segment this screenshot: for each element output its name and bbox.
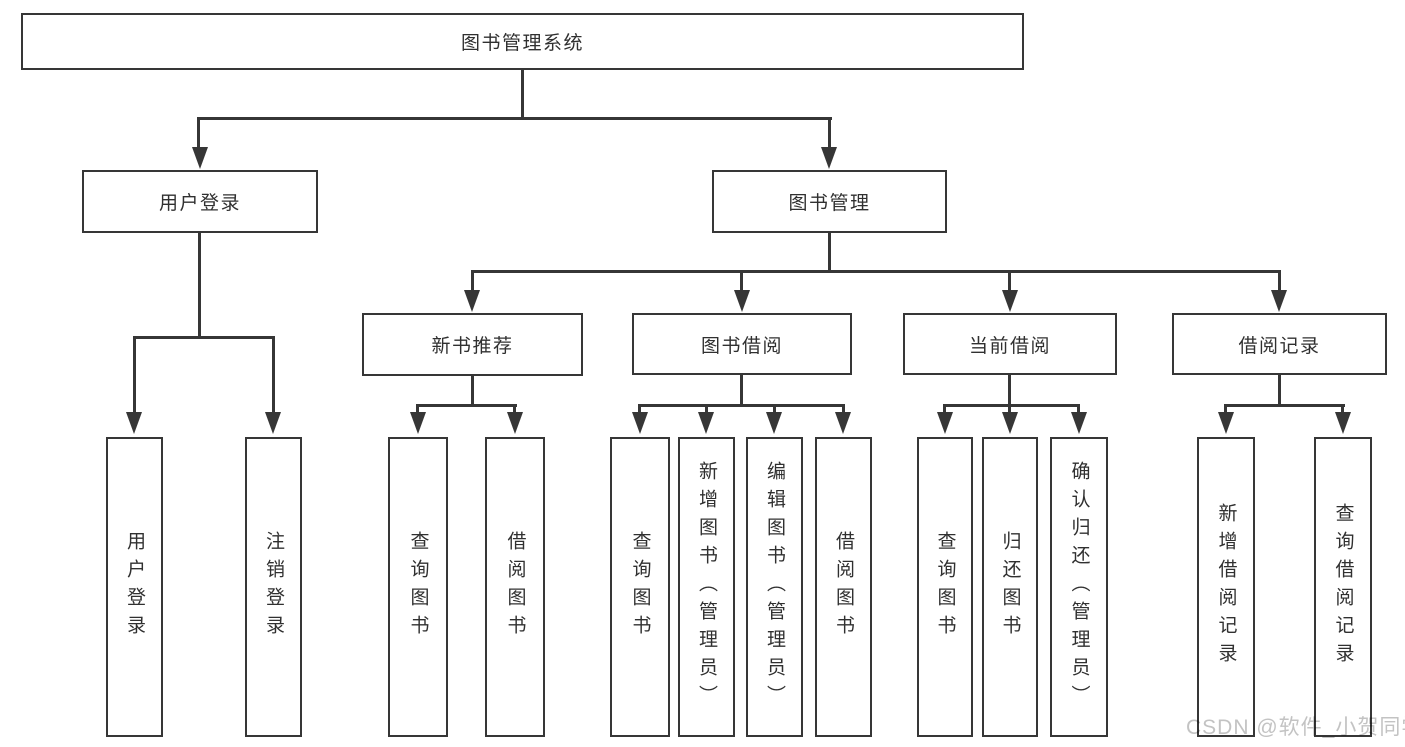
- connector-bar: [133, 336, 275, 339]
- connector-stem: [1341, 404, 1344, 416]
- leaf-add-books-admin: 新增图书（管理员）: [678, 437, 735, 737]
- node-book-borrow-label: 图书借阅: [700, 335, 783, 357]
- arrow-down-icon: [766, 412, 782, 434]
- leaf-add-borrow-record-label: 新增借阅记录: [1215, 503, 1237, 671]
- connector-root-stem: [521, 68, 524, 119]
- leaf-borrow-books-recommend-label: 借阅图书: [504, 531, 526, 643]
- node-root-label: 图书管理系统: [460, 33, 584, 54]
- leaf-user-login-label: 用户登录: [124, 531, 145, 643]
- arrow-down-icon: [937, 412, 953, 434]
- arrow-down-icon: [821, 147, 837, 169]
- leaf-borrow-books-recommend: 借阅图书: [485, 437, 545, 737]
- connector-bar: [638, 404, 845, 407]
- leaf-borrow-books-label: 借阅图书: [833, 531, 854, 643]
- arrow-down-icon: [835, 412, 851, 434]
- node-root: 图书管理系统: [21, 13, 1024, 70]
- arrow-down-icon: [1071, 412, 1087, 434]
- arrow-down-icon: [192, 147, 208, 169]
- leaf-query-books-current-label: 查询图书: [934, 531, 956, 643]
- leaf-query-borrow-record: 查询借阅记录: [1314, 437, 1372, 737]
- connector-bar: [943, 404, 1080, 407]
- node-new-book-recommend: 新书推荐: [362, 313, 583, 376]
- arrow-down-icon: [698, 412, 714, 434]
- connector-stem: [198, 232, 201, 339]
- connector-stem: [471, 270, 474, 294]
- leaf-query-books-current: 查询图书: [917, 437, 973, 737]
- arrow-down-icon: [1002, 412, 1018, 434]
- connector-stem: [471, 374, 474, 407]
- node-current-borrow: 当前借阅: [903, 313, 1117, 375]
- connector-stem: [1278, 270, 1281, 294]
- leaf-user-login: 用户登录: [106, 437, 163, 737]
- connector-stem: [740, 373, 743, 407]
- arrow-down-icon: [734, 290, 750, 312]
- connector-stem: [1008, 404, 1011, 416]
- node-new-book-recommend-label: 新书推荐: [431, 336, 514, 357]
- leaf-borrow-books: 借阅图书: [815, 437, 872, 737]
- node-current-borrow-label: 当前借阅: [968, 335, 1051, 357]
- connector-stem: [828, 232, 831, 273]
- leaf-query-books-recommend-label: 查询图书: [407, 531, 429, 643]
- arrow-down-icon: [1271, 290, 1287, 312]
- node-user-login: 用户登录: [82, 170, 318, 233]
- leaf-query-books-recommend: 查询图书: [388, 437, 448, 737]
- connector-stem: [828, 117, 831, 149]
- leaf-query-books-borrow-label: 查询图书: [629, 531, 651, 643]
- node-user-login-label: 用户登录: [158, 193, 241, 214]
- connector-stem: [416, 404, 419, 416]
- leaf-query-books-borrow: 查询图书: [610, 437, 670, 737]
- node-book-management-label: 图书管理: [788, 193, 871, 214]
- connector-stem: [943, 404, 946, 416]
- arrow-down-icon: [1335, 412, 1351, 434]
- connector-stem: [197, 117, 200, 149]
- leaf-add-books-admin-label: 新增图书（管理员）: [696, 461, 717, 713]
- connector-stem: [740, 270, 743, 294]
- leaf-return-books: 归还图书: [982, 437, 1038, 737]
- connector-bar: [416, 404, 517, 407]
- arrow-down-icon: [410, 412, 426, 434]
- node-borrow-record-label: 借阅记录: [1238, 335, 1321, 357]
- node-book-borrow: 图书借阅: [632, 313, 852, 375]
- leaf-edit-books-admin-label: 编辑图书（管理员）: [764, 461, 785, 713]
- arrow-down-icon: [1002, 290, 1018, 312]
- leaf-return-books-label: 归还图书: [999, 531, 1021, 643]
- connector-level2-bar: [471, 270, 1281, 273]
- connector-stem: [1278, 373, 1281, 407]
- arrow-down-icon: [464, 290, 480, 312]
- connector-stem: [1008, 270, 1011, 294]
- leaf-query-borrow-record-label: 查询借阅记录: [1332, 503, 1354, 671]
- leaf-add-borrow-record: 新增借阅记录: [1197, 437, 1255, 737]
- connector-bar: [1224, 404, 1345, 407]
- leaf-confirm-return-admin: 确认归还（管理员）: [1050, 437, 1108, 737]
- connector-level1-bar: [197, 117, 832, 120]
- leaf-logout: 注销登录: [245, 437, 302, 737]
- connector-stem: [1077, 404, 1080, 416]
- watermark: CSDN @软件_小贺同学: [1186, 716, 1405, 739]
- connector-stem: [773, 404, 776, 416]
- connector-stem: [513, 404, 516, 416]
- arrow-down-icon: [1218, 412, 1234, 434]
- node-book-management: 图书管理: [712, 170, 947, 233]
- leaf-confirm-return-admin-label: 确认归还（管理员）: [1068, 461, 1090, 713]
- node-borrow-record: 借阅记录: [1172, 313, 1387, 375]
- arrow-down-icon: [126, 412, 142, 434]
- connector-stem: [272, 336, 275, 414]
- connector-stem: [133, 336, 136, 414]
- connector-stem: [1008, 373, 1011, 407]
- connector-stem: [842, 404, 845, 416]
- arrow-down-icon: [632, 412, 648, 434]
- connector-stem: [638, 404, 641, 416]
- leaf-logout-label: 注销登录: [263, 531, 284, 643]
- connector-stem: [705, 404, 708, 416]
- leaf-edit-books-admin: 编辑图书（管理员）: [746, 437, 803, 737]
- arrow-down-icon: [265, 412, 281, 434]
- connector-stem: [1224, 404, 1227, 416]
- arrow-down-icon: [507, 412, 523, 434]
